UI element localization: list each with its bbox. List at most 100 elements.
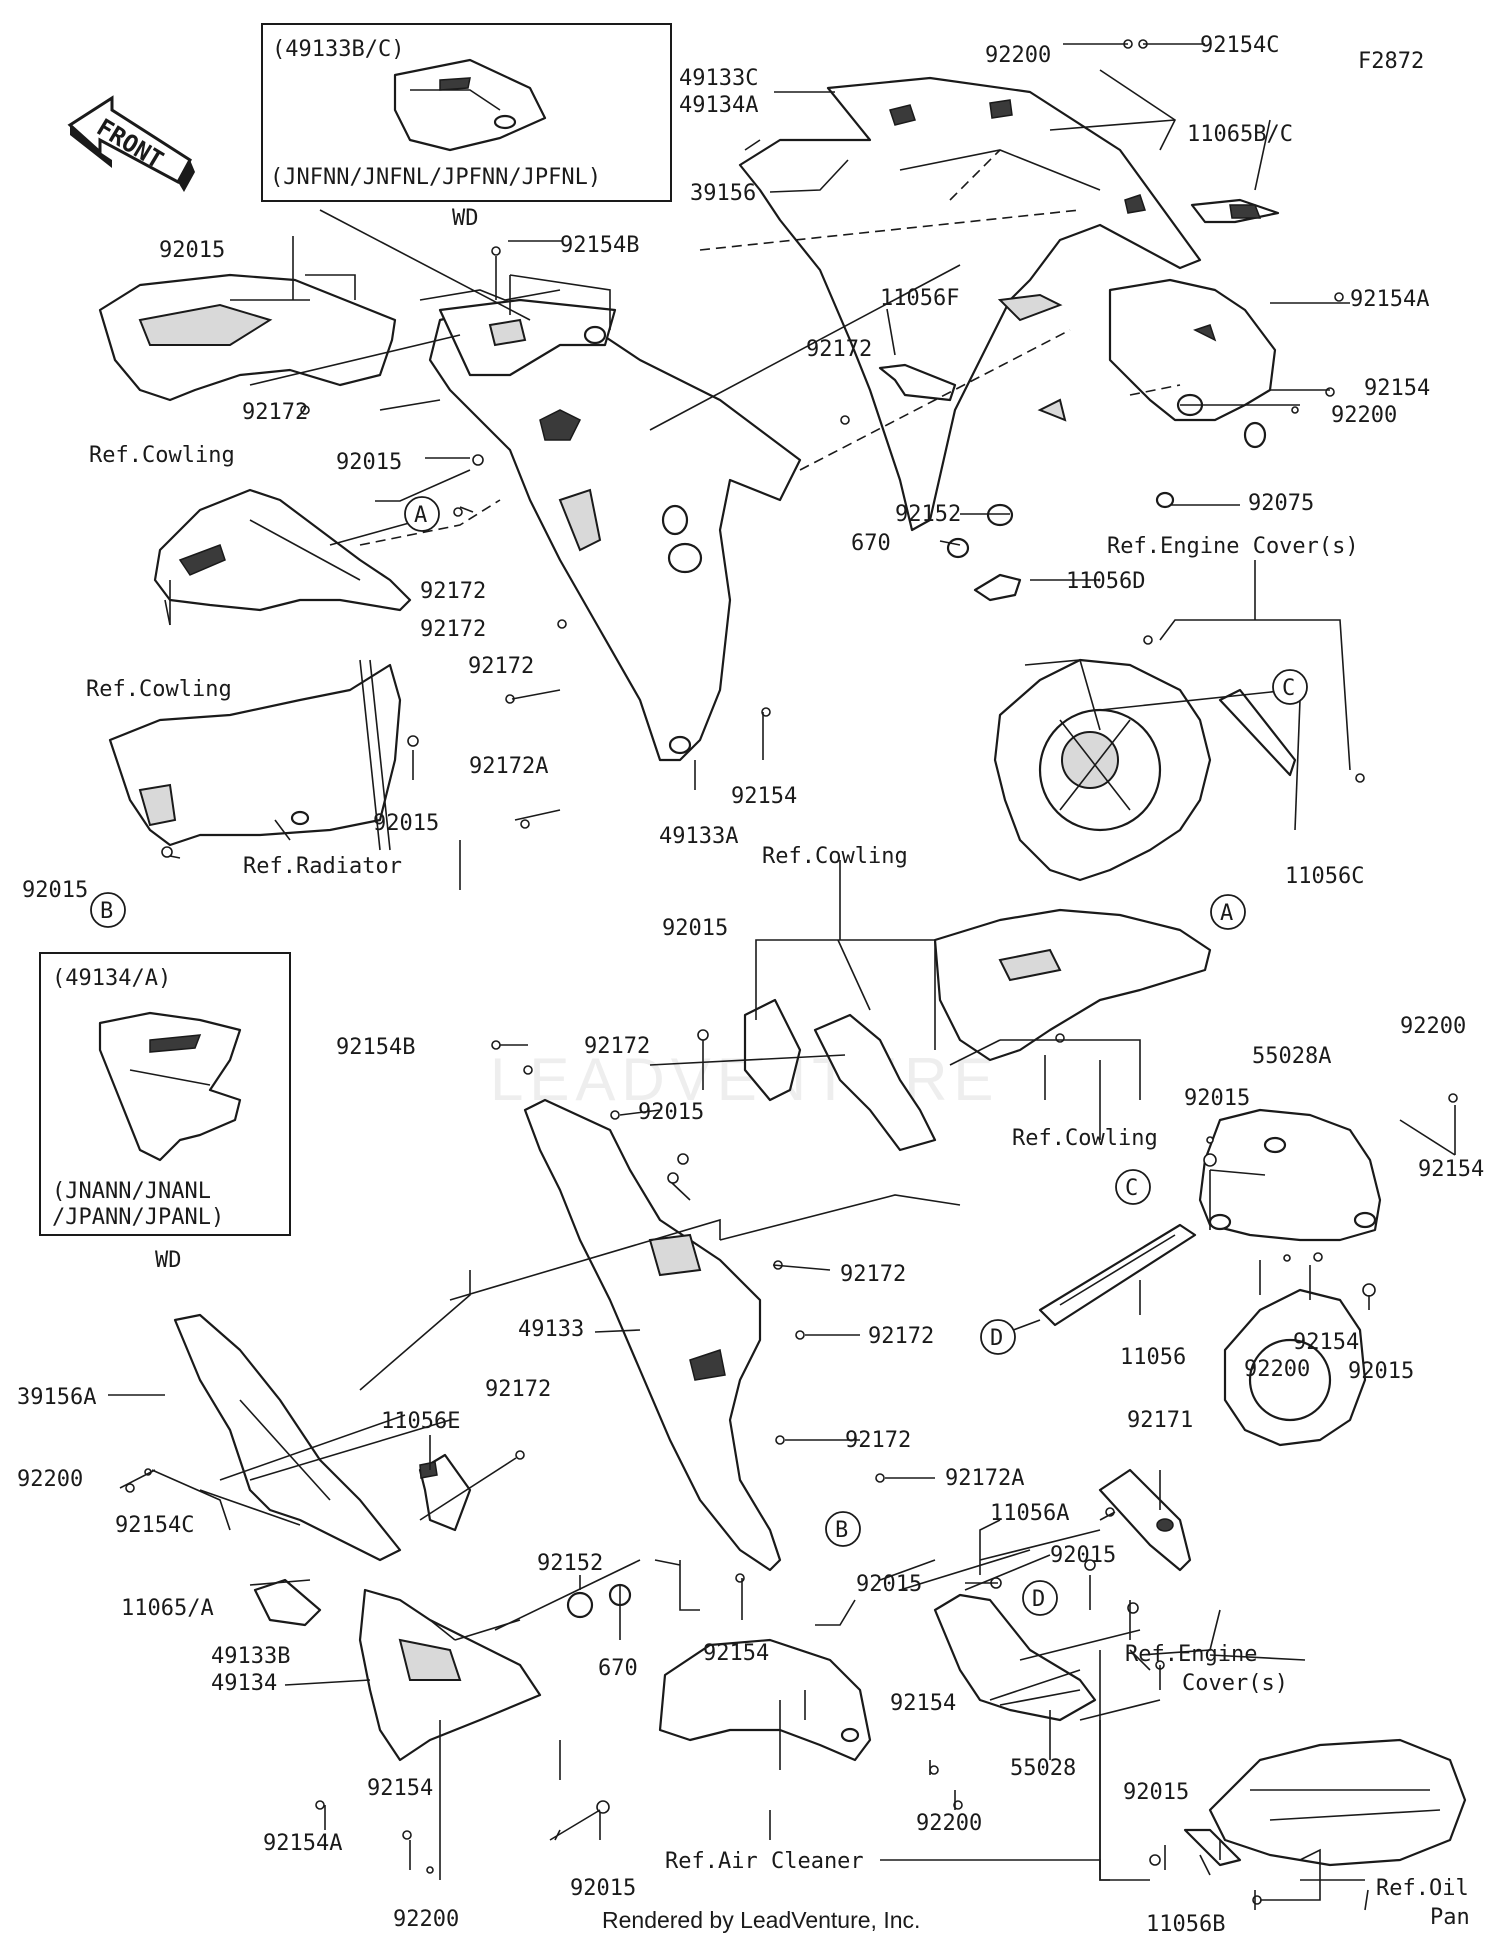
label-92152-top: 92152 xyxy=(895,502,961,527)
label-92152-mid: 92152 xyxy=(537,1551,603,1576)
label-92172a-top: 92172A xyxy=(469,754,548,779)
label-11056f: 11056F xyxy=(880,286,959,311)
label-92015-e: 92015 xyxy=(662,916,728,941)
svg-text:B: B xyxy=(100,899,113,924)
callout-b-mid: B xyxy=(825,1511,861,1547)
inset-top-variant: WD xyxy=(452,206,479,231)
part-11056 xyxy=(1038,1223,1197,1327)
label-39156: 39156 xyxy=(690,181,756,206)
svg-text:D: D xyxy=(1032,1587,1045,1612)
inset-top-models: (JNFNN/JNFNL/JPFNN/JPFNL) xyxy=(270,165,601,190)
label-39156a: 39156A xyxy=(17,1385,96,1410)
label-11056b: 11056B xyxy=(1146,1912,1225,1937)
label-92172-a: 92172 xyxy=(806,337,872,362)
label-11056c: 11056C xyxy=(1285,864,1364,889)
label-92172-f: 92172 xyxy=(584,1034,650,1059)
label-ref-oil: Ref.Oil xyxy=(1376,1876,1469,1901)
upper-left-cowl xyxy=(98,273,397,402)
label-49133: 49133 xyxy=(518,1317,584,1342)
label-pan: Pan xyxy=(1430,1905,1470,1930)
label-92075: 92075 xyxy=(1248,491,1314,516)
radiator-shroud xyxy=(108,659,402,851)
left-cowl-mid xyxy=(153,488,412,612)
label-92015-h: 92015 xyxy=(1348,1359,1414,1384)
part-55028a xyxy=(1198,1108,1382,1242)
label-55028a: 55028A xyxy=(1252,1044,1331,1069)
callout-b-left: B xyxy=(90,892,126,928)
label-92154c-top: 92154C xyxy=(1200,33,1279,58)
bracket-top-center xyxy=(438,298,617,377)
label-92172-j: 92172 xyxy=(845,1428,911,1453)
label-92015-d: 92015 xyxy=(22,878,88,903)
svg-text:A: A xyxy=(414,503,427,528)
label-11056a: 11056A xyxy=(990,1501,1069,1526)
label-ref-engine-lower: Ref.Engine xyxy=(1125,1642,1257,1667)
structural-lines xyxy=(219,264,1161,1881)
callout-c-mid: C xyxy=(1115,1169,1151,1205)
label-92015-a: 92015 xyxy=(159,238,225,263)
label-49134a: 49134A xyxy=(679,93,758,118)
bracket-11056d xyxy=(973,573,1022,602)
callout-d-lower: D xyxy=(1022,1580,1058,1616)
inset-bottom-models-2: /JPANN/JPANL) xyxy=(52,1205,224,1230)
inset-bottom: (49134/A) (JNANN/JNANL /JPANN/JPANL) WD xyxy=(39,952,291,1273)
callout-a-mid: A xyxy=(1210,894,1246,930)
callout-a-top: A xyxy=(404,496,440,532)
part-55028 xyxy=(933,1593,1097,1722)
callout-d-mid: D xyxy=(980,1319,1016,1355)
label-92172-g: 92172 xyxy=(840,1262,906,1287)
engine-cover-right xyxy=(993,658,1297,882)
label-670-mid: 670 xyxy=(598,1656,638,1681)
label-92154b-top: 92154B xyxy=(560,233,639,258)
bracket-11056b xyxy=(1183,1828,1242,1867)
footer-credit: Rendered by LeadVenture, Inc. xyxy=(602,1907,920,1933)
label-92172-e: 92172 xyxy=(468,654,534,679)
label-92200-top: 92200 xyxy=(985,43,1051,68)
label-ref-engine-cover-top: Ref.Engine Cover(s) xyxy=(1107,534,1359,559)
label-ref-air-cleaner: Ref.Air Cleaner xyxy=(665,1849,864,1874)
label-92015-c: 92015 xyxy=(373,811,439,836)
label-ref-cowling-c: Ref.Cowling xyxy=(762,844,908,869)
svg-text:D: D xyxy=(990,1326,1003,1351)
label-92200-g: 92200 xyxy=(393,1907,459,1932)
label-11056e: 11056E xyxy=(381,1409,460,1434)
bolts xyxy=(125,39,1458,1905)
bracket-11056f xyxy=(878,363,957,402)
mid-cowl-pieces xyxy=(743,908,1212,1152)
label-92015-b: 92015 xyxy=(336,450,402,475)
part-11065bc xyxy=(1190,198,1280,224)
svg-text:C: C xyxy=(1282,676,1295,701)
label-92200-f: 92200 xyxy=(916,1811,982,1836)
engine-cover-lower xyxy=(1098,1288,1367,1572)
inset-top: (49133B/C) (JNFNN/JNFNL/JPFNN/JPFNL) WD xyxy=(261,23,672,231)
upper-cowl-right xyxy=(738,76,1202,532)
label-92172-c: 92172 xyxy=(420,579,486,604)
label-49133c: 49133C xyxy=(679,66,758,91)
label-92154-f: 92154 xyxy=(890,1691,956,1716)
air-cleaner-cover xyxy=(658,1638,872,1762)
label-49133b: 49133B xyxy=(211,1644,290,1669)
label-92172-b: 92172 xyxy=(242,400,308,425)
label-49133a: 49133A xyxy=(659,824,738,849)
label-ref-cowling-d: Ref.Cowling xyxy=(1012,1126,1158,1151)
svg-text:B: B xyxy=(835,1518,848,1543)
label-92154-top: 92154 xyxy=(1364,376,1430,401)
label-92154-g: 92154 xyxy=(367,1776,433,1801)
label-cover-s-lower: Cover(s) xyxy=(1182,1671,1288,1696)
label-ref-cowling-b: Ref.Cowling xyxy=(86,677,232,702)
svg-text:C: C xyxy=(1125,1176,1138,1201)
label-670-top: 670 xyxy=(851,531,891,556)
label-92015-g: 92015 xyxy=(1184,1086,1250,1111)
part-49133 xyxy=(523,1098,782,1572)
label-92015-i: 92015 xyxy=(1050,1543,1116,1568)
part-49133a xyxy=(428,303,802,762)
svg-text:A: A xyxy=(1220,901,1233,926)
label-92200-c: 92200 xyxy=(1400,1014,1466,1039)
label-ref-radiator: Ref.Radiator xyxy=(243,854,402,879)
inset-bottom-variant: WD xyxy=(155,1248,182,1273)
label-92172a-mid: 92172A xyxy=(945,1466,1024,1491)
label-55028: 55028 xyxy=(1010,1756,1076,1781)
label-11056d: 11056D xyxy=(1066,569,1145,594)
label-49134: 49134 xyxy=(211,1671,277,1696)
label-92154c-mid: 92154C xyxy=(115,1513,194,1538)
